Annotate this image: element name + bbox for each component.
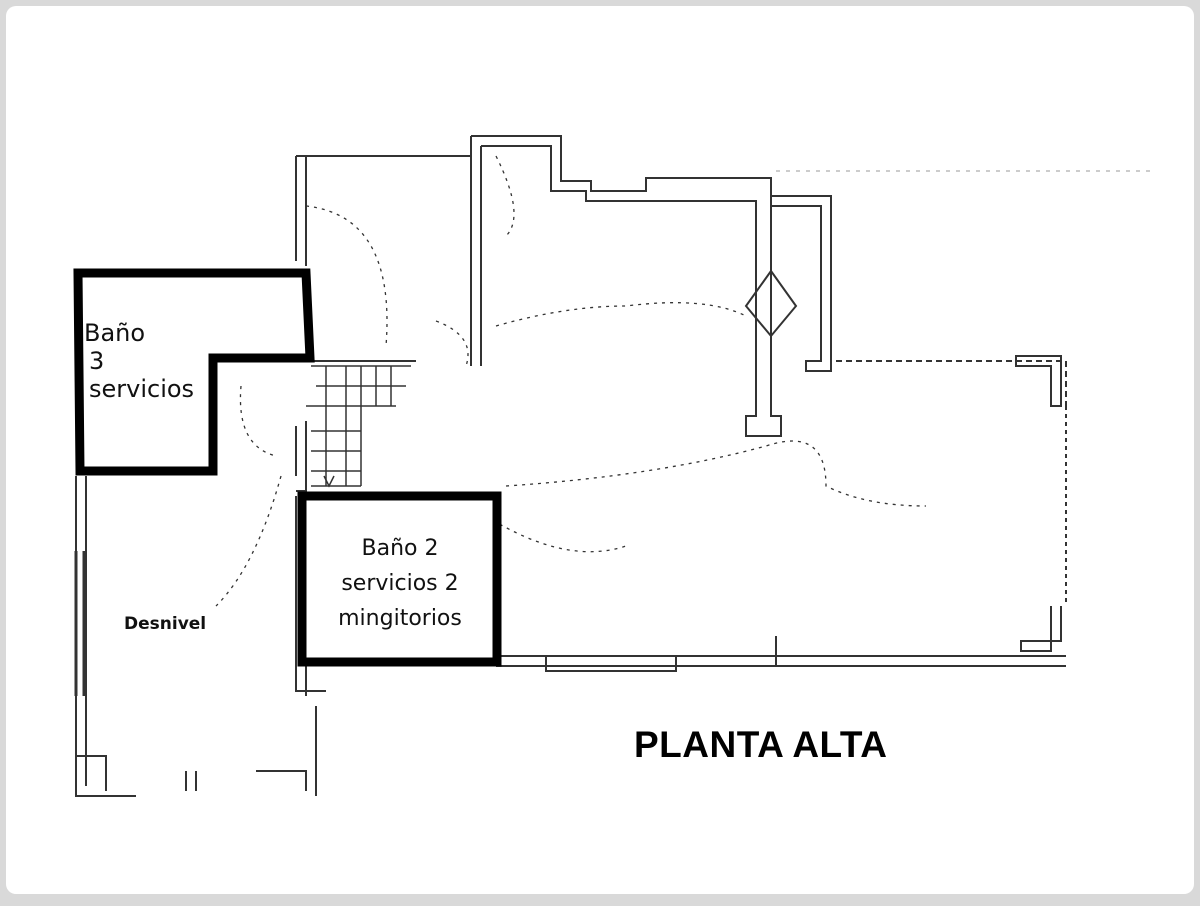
wall [481, 145, 757, 361]
window [545, 636, 777, 672]
stairs [306, 365, 411, 488]
column [1015, 355, 1062, 407]
column [1020, 606, 1062, 652]
plan-title: PLANTA ALTA [634, 724, 888, 765]
wall [295, 155, 472, 361]
wall [771, 195, 832, 372]
wall [470, 136, 482, 366]
bano-3-line3: servicios [89, 375, 195, 403]
window-bay [744, 269, 798, 338]
window [74, 551, 86, 696]
bano-3-label: Baño 3 servicios [84, 319, 194, 403]
floor-plan-drawing [73, 135, 1151, 797]
bano-2-line1: Baño 2 [361, 536, 439, 561]
bano-3-outline [73, 268, 315, 476]
wall [836, 360, 1067, 406]
bano-2-line3: mingitorios [338, 606, 462, 631]
column [745, 336, 782, 437]
wall [295, 496, 326, 696]
wall [471, 135, 772, 366]
wall [496, 655, 1066, 667]
bano-2-label: Baño 2 servicios 2 mingitorios [306, 531, 494, 636]
bano-3-line1: Baño [84, 319, 146, 347]
wall [295, 360, 416, 492]
door-swing [215, 155, 927, 607]
desnivel-label: Desnivel [124, 614, 207, 634]
bano-2-outline [297, 491, 502, 667]
floor-plan-sheet: Baño 3 servicios Baño 2 servicios 2 ming… [6, 6, 1194, 894]
bano-2-line2: servicios 2 [341, 571, 459, 596]
wall [76, 706, 317, 796]
bano-3-line2: 3 [89, 347, 105, 375]
